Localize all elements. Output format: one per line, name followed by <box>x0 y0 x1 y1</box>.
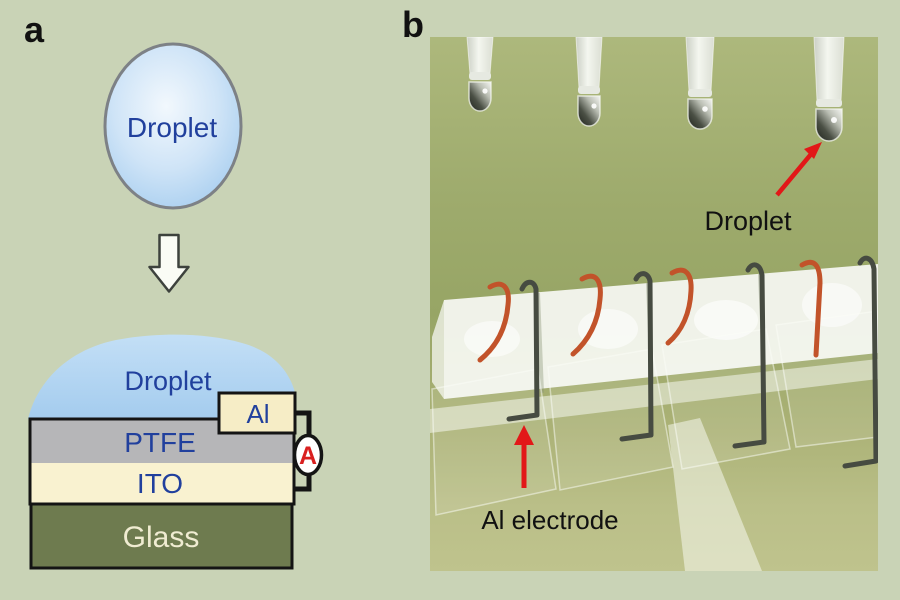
panel-a-label: a <box>24 9 45 50</box>
hanging-droplet <box>815 108 843 142</box>
layer-ptfe-label: PTFE <box>124 427 196 458</box>
pipette-tip <box>685 37 715 130</box>
al-electrode-wires <box>506 255 878 469</box>
layer-glass-label: Glass <box>123 521 200 554</box>
panel-b-label: b <box>402 4 424 45</box>
arrow-head <box>514 425 534 445</box>
falling-droplet <box>103 42 243 210</box>
ammeter <box>292 433 324 477</box>
hanging-droplet <box>577 95 601 127</box>
copper-wires <box>477 259 823 363</box>
pipette-tip <box>813 37 845 142</box>
annotation-electrode: Al electrode <box>481 425 619 535</box>
slide-reflection-band <box>430 359 878 433</box>
annotation-electrode-label: Al electrode <box>481 505 618 535</box>
arrow-head <box>804 142 822 159</box>
schematic-panel: Droplet Droplet Al PTFE ITO Glass A <box>28 42 324 570</box>
annotation-droplet-label: Droplet <box>704 206 792 236</box>
falling-droplet-label: Droplet <box>127 112 217 143</box>
frosted-block-row <box>444 264 878 399</box>
layer-glass <box>29 502 294 570</box>
hanging-droplet <box>468 81 492 112</box>
layer-ito-label: ITO <box>137 468 183 499</box>
layer-al <box>217 391 297 435</box>
leaning-slide <box>668 418 762 571</box>
annotation-droplet: Droplet <box>704 142 822 236</box>
down-arrow-icon <box>148 233 190 293</box>
pipette-tips <box>466 37 845 142</box>
pipette-tip <box>466 37 494 112</box>
pipette-tip <box>575 37 603 127</box>
device-droplet-label: Droplet <box>124 366 212 396</box>
photo-panel: Droplet Al electrode <box>430 37 878 571</box>
layer-ito <box>31 463 293 503</box>
layer-al-label: Al <box>246 399 269 429</box>
hanging-droplet <box>687 98 713 130</box>
ammeter-label: A <box>299 442 317 470</box>
